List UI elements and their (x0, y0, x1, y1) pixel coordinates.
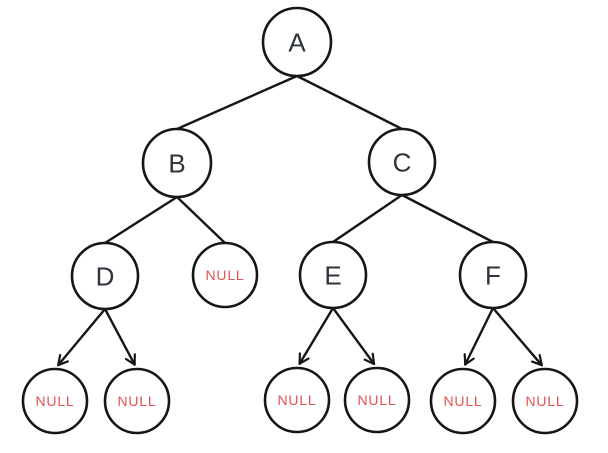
node-E: E (298, 240, 368, 310)
edges-layer (57, 74, 543, 367)
null-node-circle (21, 367, 89, 435)
tree-node-label: C (393, 147, 412, 177)
node-A: A (261, 6, 333, 78)
null-node-circle (103, 367, 171, 435)
edge-F-N6 (463, 306, 495, 366)
edge-D-N3 (103, 307, 136, 366)
null-node-label: NULL (206, 267, 245, 283)
node-N3: NULL (103, 367, 171, 435)
edge-C-E (331, 193, 404, 244)
edge-B-N1 (175, 195, 227, 245)
tree-node-label: D (96, 261, 115, 291)
null-node-label: NULL (444, 393, 483, 409)
null-node-label: NULL (526, 393, 565, 409)
tree-node-circle (261, 6, 333, 78)
node-N4: NULL (263, 366, 331, 434)
tree-node-label: E (324, 260, 341, 290)
node-N2: NULL (21, 367, 89, 435)
tree-node-circle (367, 127, 437, 197)
node-N7: NULL (511, 367, 579, 435)
null-node-label: NULL (36, 393, 75, 409)
node-F: F (458, 240, 528, 310)
null-node-label: NULL (358, 392, 397, 408)
tree-node-circle (141, 127, 213, 199)
null-node-circle (511, 367, 579, 435)
tree-node-circle (70, 241, 140, 311)
null-node-circle (343, 366, 411, 434)
nodes-layer: A B C D NULL E F NULL NULL NULL NULL NULL NULL (21, 6, 579, 435)
tree-node-label: B (168, 148, 185, 178)
edge-D-N2 (57, 307, 107, 367)
null-node-circle (191, 241, 259, 309)
edge-A-B (175, 74, 299, 131)
tree-node-circle (458, 240, 528, 310)
tree-node-label: A (288, 27, 306, 57)
node-N5: NULL (343, 366, 411, 434)
node-C: C (367, 127, 437, 197)
edge-B-D (103, 195, 179, 245)
tree-node-label: F (485, 260, 501, 290)
node-N1: NULL (191, 241, 259, 309)
null-node-label: NULL (278, 392, 317, 408)
edge-A-C (295, 74, 404, 131)
tree-node-circle (298, 240, 368, 310)
node-N6: NULL (429, 367, 497, 435)
null-node-circle (429, 367, 497, 435)
null-node-label: NULL (118, 393, 157, 409)
edge-E-N5 (331, 306, 376, 366)
null-node-circle (263, 366, 331, 434)
edge-C-F (400, 193, 495, 244)
node-D: D (70, 241, 140, 311)
edge-F-N7 (491, 306, 543, 367)
node-B: B (141, 127, 213, 199)
edge-E-N4 (298, 306, 335, 365)
